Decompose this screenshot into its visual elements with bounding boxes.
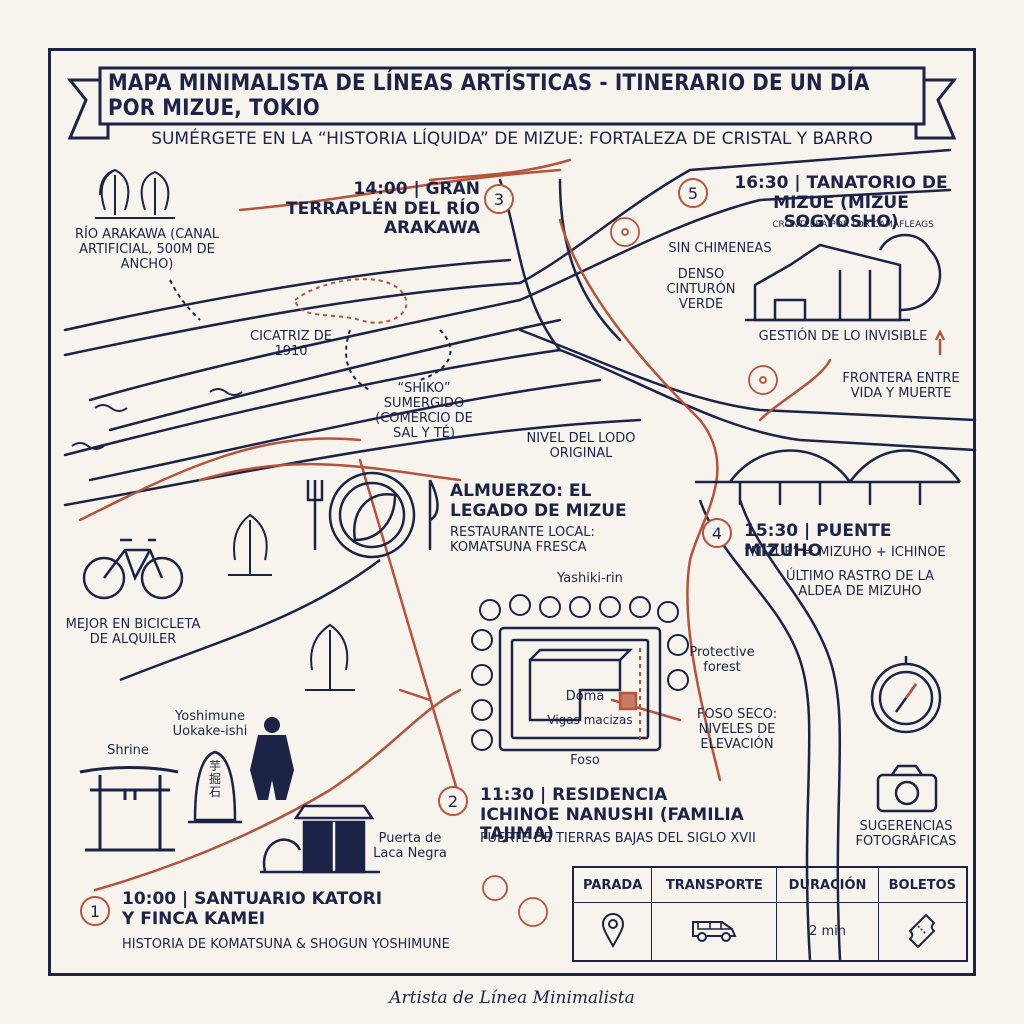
ticket-icon <box>908 913 936 948</box>
page-subtitle: SUMÉRGETE EN LA “HISTORIA LÍQUIDA” DE MI… <box>151 129 873 149</box>
stop-5-marker[interactable]: 5 <box>678 178 708 208</box>
legend-cell-transport <box>651 902 778 962</box>
label-shrine: Shrine <box>107 743 149 758</box>
stop-5-sub: CRONTEERA POR LOR CAMAFLEAGS <box>772 220 934 230</box>
pin-icon <box>601 912 624 948</box>
legend-header-transporte: TRANSPORTE <box>651 866 778 903</box>
stone-inscription: 芋 掘 石 <box>208 759 221 800</box>
willow-trees <box>95 168 175 219</box>
stop-2-marker[interactable]: 2 <box>438 786 468 816</box>
label-puerta: Puerta de Laca Negra <box>373 831 447 861</box>
stop-1-sub: HISTORIA DE KOMATSUNA & SHOGUN YOSHIMUNE <box>122 937 450 952</box>
dotted-traces <box>169 278 452 391</box>
bicycle <box>82 538 184 600</box>
route <box>78 158 942 892</box>
label-doma: Doma <box>565 689 605 704</box>
legend-cell-tickets <box>877 902 968 962</box>
label-scar: CICATRIZ DE 1910 <box>250 329 332 359</box>
label-vigas: Vigas macizas <box>547 713 633 727</box>
legend-header-parada: PARADA <box>572 866 653 903</box>
label-foso: Foso <box>570 753 600 768</box>
label-protective-forest: Protective forest <box>689 645 755 675</box>
cherry-blossoms <box>482 217 778 927</box>
legend-header-boletos: BOLETOS <box>877 866 968 903</box>
legend-cell-duration: 2 min <box>776 902 879 962</box>
stop-4-sub: “MIZUE” = MIZUHO + ICHINOE <box>744 545 946 560</box>
page-title: MAPA MINIMALISTA DE LÍNEAS ARTÍSTICAS - … <box>108 70 870 121</box>
compass <box>870 656 942 734</box>
samurai-figure <box>250 717 294 800</box>
van-icon <box>692 920 737 942</box>
stop-3-heading: 14:00 | GRAN TERRAPLÉN DEL RÍO ARAKAWA <box>286 179 480 239</box>
label-mud-level: NIVEL DEL LODO ORIGINAL <box>526 431 636 461</box>
label-foso-seco: FOSO SECO: NIVELES DE ELEVACIÓN <box>696 707 778 752</box>
label-frontier: FRONTERA ENTRE VIDA Y MUERTE <box>842 371 960 401</box>
water-ripples <box>71 388 243 450</box>
funeral-hall <box>745 233 942 322</box>
legend-cell-stop <box>572 902 653 962</box>
stop-4-marker[interactable]: 4 <box>702 518 732 548</box>
black-lacquer-gate <box>260 804 380 874</box>
stop-4-note: ÚLTIMO RASTRO DE LA ALDEA DE MIZUHO <box>785 569 935 599</box>
label-invisible: GESTIÓN DE LO INVISIBLE <box>758 329 928 344</box>
label-shiko: “SHIKO” SUMERGIDO (COMERCIO DE SAL Y TÉ) <box>375 381 473 441</box>
map-frame <box>48 48 976 976</box>
willow-trees-2 <box>228 513 355 691</box>
stop-1-heading: 10:00 | SANTUARIO KATORI Y FINCA KAMEI <box>122 889 383 929</box>
label-yoshimune: Yoshimune Uokake-ishi <box>172 709 248 739</box>
stop-2-heading: 11:30 | RESIDENCIA ICHINOE NANUSHI (FAMI… <box>480 785 744 845</box>
residence-trees <box>471 594 689 751</box>
legend-table: PARADA TRANSPORTE DURACIÓN BOLETOS 2 min <box>572 866 968 962</box>
mizuho-bridge <box>695 449 962 505</box>
label-green-belt: DENSO CINTURÓN VERDE <box>666 267 736 312</box>
stop-4-heading: 15:30 | PUENTE MIZUHO <box>744 521 892 561</box>
label-photo-tips: SUGERENCIAS FOTOGRÁFICAS <box>855 819 957 849</box>
lunch-sub: RESTAURANTE LOCAL: KOMATSUNA FRESCA <box>450 525 595 555</box>
stop-3-marker[interactable]: 3 <box>484 184 514 214</box>
title-banner <box>66 66 958 140</box>
nanushi-residence <box>498 626 662 752</box>
legend-header-duracion: DURACIÓN <box>776 866 879 903</box>
stream <box>119 499 842 961</box>
label-river: RÍO ARAKAWA (CANAL ARTIFICIAL, 500m DE A… <box>74 227 220 272</box>
lunch-heading: ALMUERZO: EL LEGADO DE MIZUE <box>450 481 627 521</box>
stop-5-heading: 16:30 | TANATORIO DE MIZUE (MIZUE SOGYOS… <box>734 173 948 233</box>
label-bike: MEJOR EN BICICLETA DE ALQUILER <box>65 617 201 647</box>
label-yashiki-rin: Yashiki-rin <box>557 571 623 586</box>
lunch-plate <box>306 471 439 559</box>
stop-2-sub: FUERTE DE TIERRAS BAJAS DEL SIGLO XVII <box>480 831 756 846</box>
stop-1-marker[interactable]: 1 <box>80 896 110 926</box>
camera <box>876 764 938 813</box>
label-no-chimney: SIN CHIMENEAS <box>668 241 772 256</box>
torii-gate <box>79 766 179 852</box>
standing-stone <box>188 750 242 824</box>
artist-signature: Artista de Línea Minimalista <box>389 988 635 1008</box>
